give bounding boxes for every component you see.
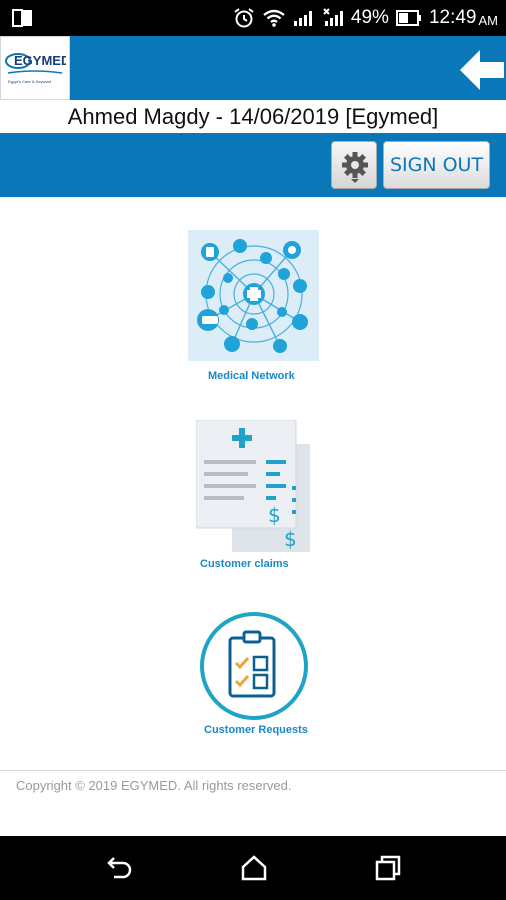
screen-mirror-icon (12, 9, 32, 27)
recent-apps-icon[interactable] (374, 854, 402, 882)
battery-percentage: 49% (350, 7, 389, 28)
back-arrow-icon[interactable] (456, 44, 506, 96)
logo-text: EGYMED (14, 53, 66, 68)
clipboard-checklist-icon (200, 612, 308, 720)
medical-network-tile[interactable]: Medical Network (188, 230, 319, 382)
settings-button[interactable] (331, 141, 377, 189)
home-icon[interactable] (240, 854, 268, 882)
back-icon[interactable] (106, 854, 134, 882)
user-info-line: Ahmed Magdy - 14/06/2019 [Egymed] (0, 100, 506, 132)
customer-requests-tile[interactable]: Customer Requests (198, 612, 310, 738)
app-header (0, 36, 506, 100)
status-bar: 49% 12:49 AM (0, 0, 506, 36)
wifi-icon (263, 9, 285, 27)
gear-icon (342, 152, 368, 183)
customer-claims-label: Customer claims (200, 558, 289, 570)
customer-claims-icon: $ $ (196, 420, 310, 552)
medical-network-icon (188, 230, 319, 361)
alarm-icon (234, 8, 254, 28)
signal-icon (293, 11, 312, 26)
copyright-text: Copyright © 2019 EGYMED. All rights rese… (16, 778, 292, 793)
customer-claims-tile[interactable]: $ $ Customer claims (196, 420, 312, 575)
egymed-logo-mark: EGYMED Egypt's Care & Keyword (5, 53, 66, 84)
medical-network-label: Medical Network (208, 370, 295, 382)
clock-time: 12:49 (428, 7, 477, 28)
battery-icon (395, 10, 421, 26)
svg-text:$: $ (284, 527, 297, 551)
clock-ampm: AM (478, 12, 499, 28)
android-nav-bar (0, 836, 506, 900)
signal-no-sim-icon (323, 8, 343, 26)
sign-out-button[interactable]: SIGN OUT (383, 141, 490, 189)
chevron-down-icon (351, 179, 359, 183)
logo-tagline: Egypt's Care & Keyword (8, 79, 51, 84)
footer-divider (0, 770, 506, 771)
egymed-logo: EGYMED Egypt's Care & Keyword (0, 36, 70, 100)
svg-text:$: $ (268, 503, 281, 527)
customer-requests-label: Customer Requests (204, 724, 308, 736)
